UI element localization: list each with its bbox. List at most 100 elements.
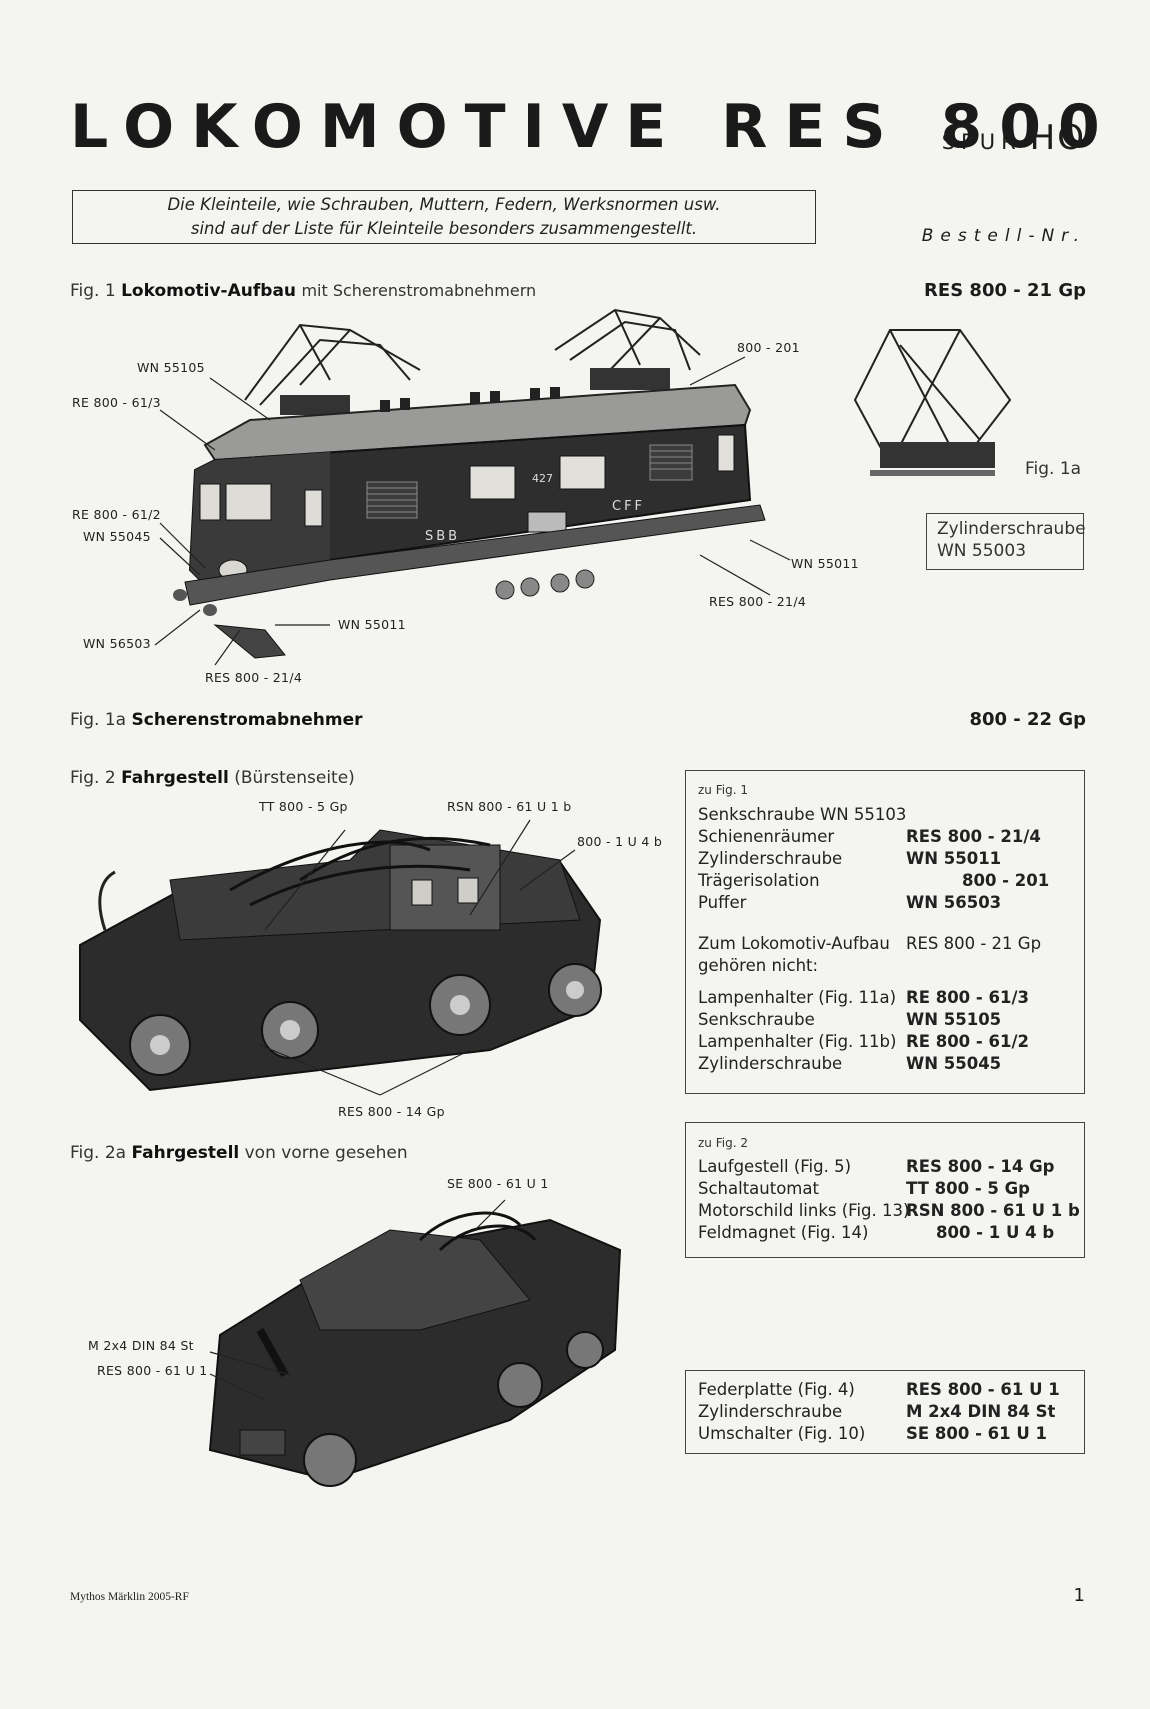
label-res800-14gp: RES 800 - 14 Gp [338,1104,445,1119]
fig1a-order-number: 800 - 22 Gp [969,709,1086,730]
loco-sbb-text: SBB [425,529,460,544]
fig1a-prefix: Fig. 1a [70,710,127,730]
row-value: TT 800 - 5 Gp [906,1179,1030,1198]
row-label: Federplatte (Fig. 4) [698,1380,855,1399]
row-value: 800 - 201 [962,871,1050,890]
fig1-order-number: RES 800 - 21 Gp [924,280,1086,301]
row-value: WN 56503 [906,893,1002,912]
table-row: Umschalter (Fig. 10) SE 800 - 61 U 1 [698,1424,1072,1446]
row-label: Motorschild links (Fig. 13) [698,1201,910,1220]
table-row: Schaltautomat TT 800 - 5 Gp [698,1179,1072,1201]
loco-cff-text: CFF [612,499,645,514]
parts-table-fig1: zu Fig. 1 Senkschraube WN 55103 Schienen… [685,770,1085,1094]
table-row: Trägerisolation 800 - 201 [698,871,1072,893]
fig2a-caption: Fig. 2a Fahrgestell von vorne gesehen [70,1143,408,1163]
table-row: Motorschild links (Fig. 13)RSN 800 - 61 … [698,1201,1080,1223]
table1-first-row: Senkschraube WN 55103 [698,805,1072,827]
parts-table-fig2: zu Fig. 2 Laufgestell (Fig. 5) RES 800 - … [685,1122,1085,1258]
page-title: LOKOMOTIVE RES 800 [70,92,1117,162]
label-res800-21-4-bottom: RES 800 - 21/4 [205,670,303,685]
row-label: Umschalter (Fig. 10) [698,1424,866,1443]
row-label: Laufgestell (Fig. 5) [698,1157,852,1176]
fig2a-prefix: Fig. 2a [70,1143,127,1163]
label-800-201: 800 - 201 [737,340,800,355]
fig2-caption: Fig. 2 Fahrgestell (Bürstenseite) [70,768,355,788]
notice-line-1: Die Kleinteile, wie Schrauben, Muttern, … [167,195,721,214]
fig1-subtitle: mit Scherenstromabnehmern [301,281,537,300]
label-800-1u4b: 800 - 1 U 4 b [577,834,663,849]
fig1a-label: Fig. 1a [1025,459,1082,479]
row-value: SE 800 - 61 U 1 [906,1424,1048,1443]
fig1a-callout: Zylinderschraube WN 55003 [926,513,1086,570]
label-rsn800-61u1b: RSN 800 - 61 U 1 b [447,799,572,814]
label-res800-61u1: RES 800 - 61 U 1 [97,1363,208,1378]
fig2-prefix: Fig. 2 [70,768,116,788]
row-value: RE 800 - 61/2 [906,1032,1029,1051]
spur-value: HO [1029,118,1086,158]
row-label: Lampenhalter (Fig. 11b) [698,1032,897,1051]
zum-label: Zum Lokomotiv-Aufbau [698,934,890,953]
row-value: RES 800 - 61 U 1 [906,1380,1060,1399]
row-value: M 2x4 DIN 84 St [906,1402,1056,1421]
label-wn55045: WN 55045 [83,529,151,544]
table-row: Feldmagnet (Fig. 14) 800 - 1 U 4 b [698,1223,1072,1245]
label-wn55105: WN 55105 [137,360,205,375]
fig1a-caption: Fig. 1a Scherenstromabnehmer [70,710,363,730]
row-label: Senkschraube [698,1010,815,1029]
table2-heading: zu Fig. 2 [698,1136,748,1150]
row-value: RES 800 - 14 Gp [906,1157,1055,1176]
label-re800-61-2: RE 800 - 61/2 [72,507,161,522]
row-value: WN 55045 [906,1054,1002,1073]
order-number-heading: Bestell-Nr. [921,226,1086,246]
loco-number-text: 427 [532,472,553,485]
table1-first-label: Senkschraube WN 55103 [698,805,907,824]
fig2-title: Fahrgestell [121,768,229,788]
fig1-caption: Fig. 1 Lokomotiv-Aufbau mit Scherenstrom… [70,281,536,301]
label-re800-61-3: RE 800 - 61/3 [72,395,161,410]
row-label: Puffer [698,893,747,912]
label-tt800-5gp: TT 800 - 5 Gp [259,799,348,814]
notice-line-2: sind auf der Liste für Kleinteile besond… [190,219,698,238]
table-row: Zylinderschraube WN 55011 [698,849,1072,871]
row-value: 800 - 1 U 4 b [936,1223,1055,1242]
fig2a-subtitle: von vorne gesehen [244,1143,408,1163]
table-row: Lampenhalter (Fig. 11a) RE 800 - 61/3 [698,988,1072,1010]
fig1-prefix: Fig. 1 [70,281,116,301]
fig2a-title: Fahrgestell [131,1143,240,1163]
row-label: Trägerisolation [698,871,820,890]
fig1a-callout-line2: WN 55003 [937,541,1027,561]
label-wn56503: WN 56503 [83,636,151,651]
row-value: WN 55011 [906,849,1002,868]
row-label: Schienenräumer [698,827,835,846]
table-row: Puffer WN 56503 [698,893,1072,915]
row-label: Schaltautomat [698,1179,819,1198]
row-label: Feldmagnet (Fig. 14) [698,1223,869,1242]
table1-heading: zu Fig. 1 [698,783,748,797]
table1-zum-row-2: gehören nicht: [698,956,1072,978]
label-wn55011-right: WN 55011 [791,556,859,571]
table-row: Federplatte (Fig. 4) RES 800 - 61 U 1 [698,1380,1072,1402]
row-label: Lampenhalter (Fig. 11a) [698,988,897,1007]
table1-zum-row: Zum Lokomotiv-Aufbau RES 800 - 21 Gp [698,934,1072,956]
notice-box: Die Kleinteile, wie Schrauben, Muttern, … [72,190,816,244]
label-m2x4-din84st: M 2x4 DIN 84 St [88,1338,194,1353]
fig1a-title: Scherenstromabnehmer [131,710,363,730]
label-wn55011-bottom: WN 55011 [338,617,406,632]
zum-value: RES 800 - 21 Gp [906,934,1042,953]
row-value: RE 800 - 61/3 [906,988,1029,1007]
row-value: RES 800 - 21/4 [906,827,1041,846]
row-label: Zylinderschraube [698,849,843,868]
label-res800-21-4-right: RES 800 - 21/4 [709,594,807,609]
fig2-subtitle: (Bürstenseite) [234,768,355,788]
row-value: RSN 800 - 61 U 1 b [906,1201,1080,1220]
table-row: Lampenhalter (Fig. 11b) RE 800 - 61/2 [698,1032,1072,1054]
label-se800-61u1: SE 800 - 61 U 1 [447,1176,549,1191]
row-label: Zylinderschraube [698,1054,843,1073]
table-row: Schienenräumer RES 800 - 21/4 [698,827,1072,849]
fig1a-callout-line1: Zylinderschraube [937,519,1086,539]
table-row: Zylinderschraube WN 55045 [698,1054,1072,1076]
